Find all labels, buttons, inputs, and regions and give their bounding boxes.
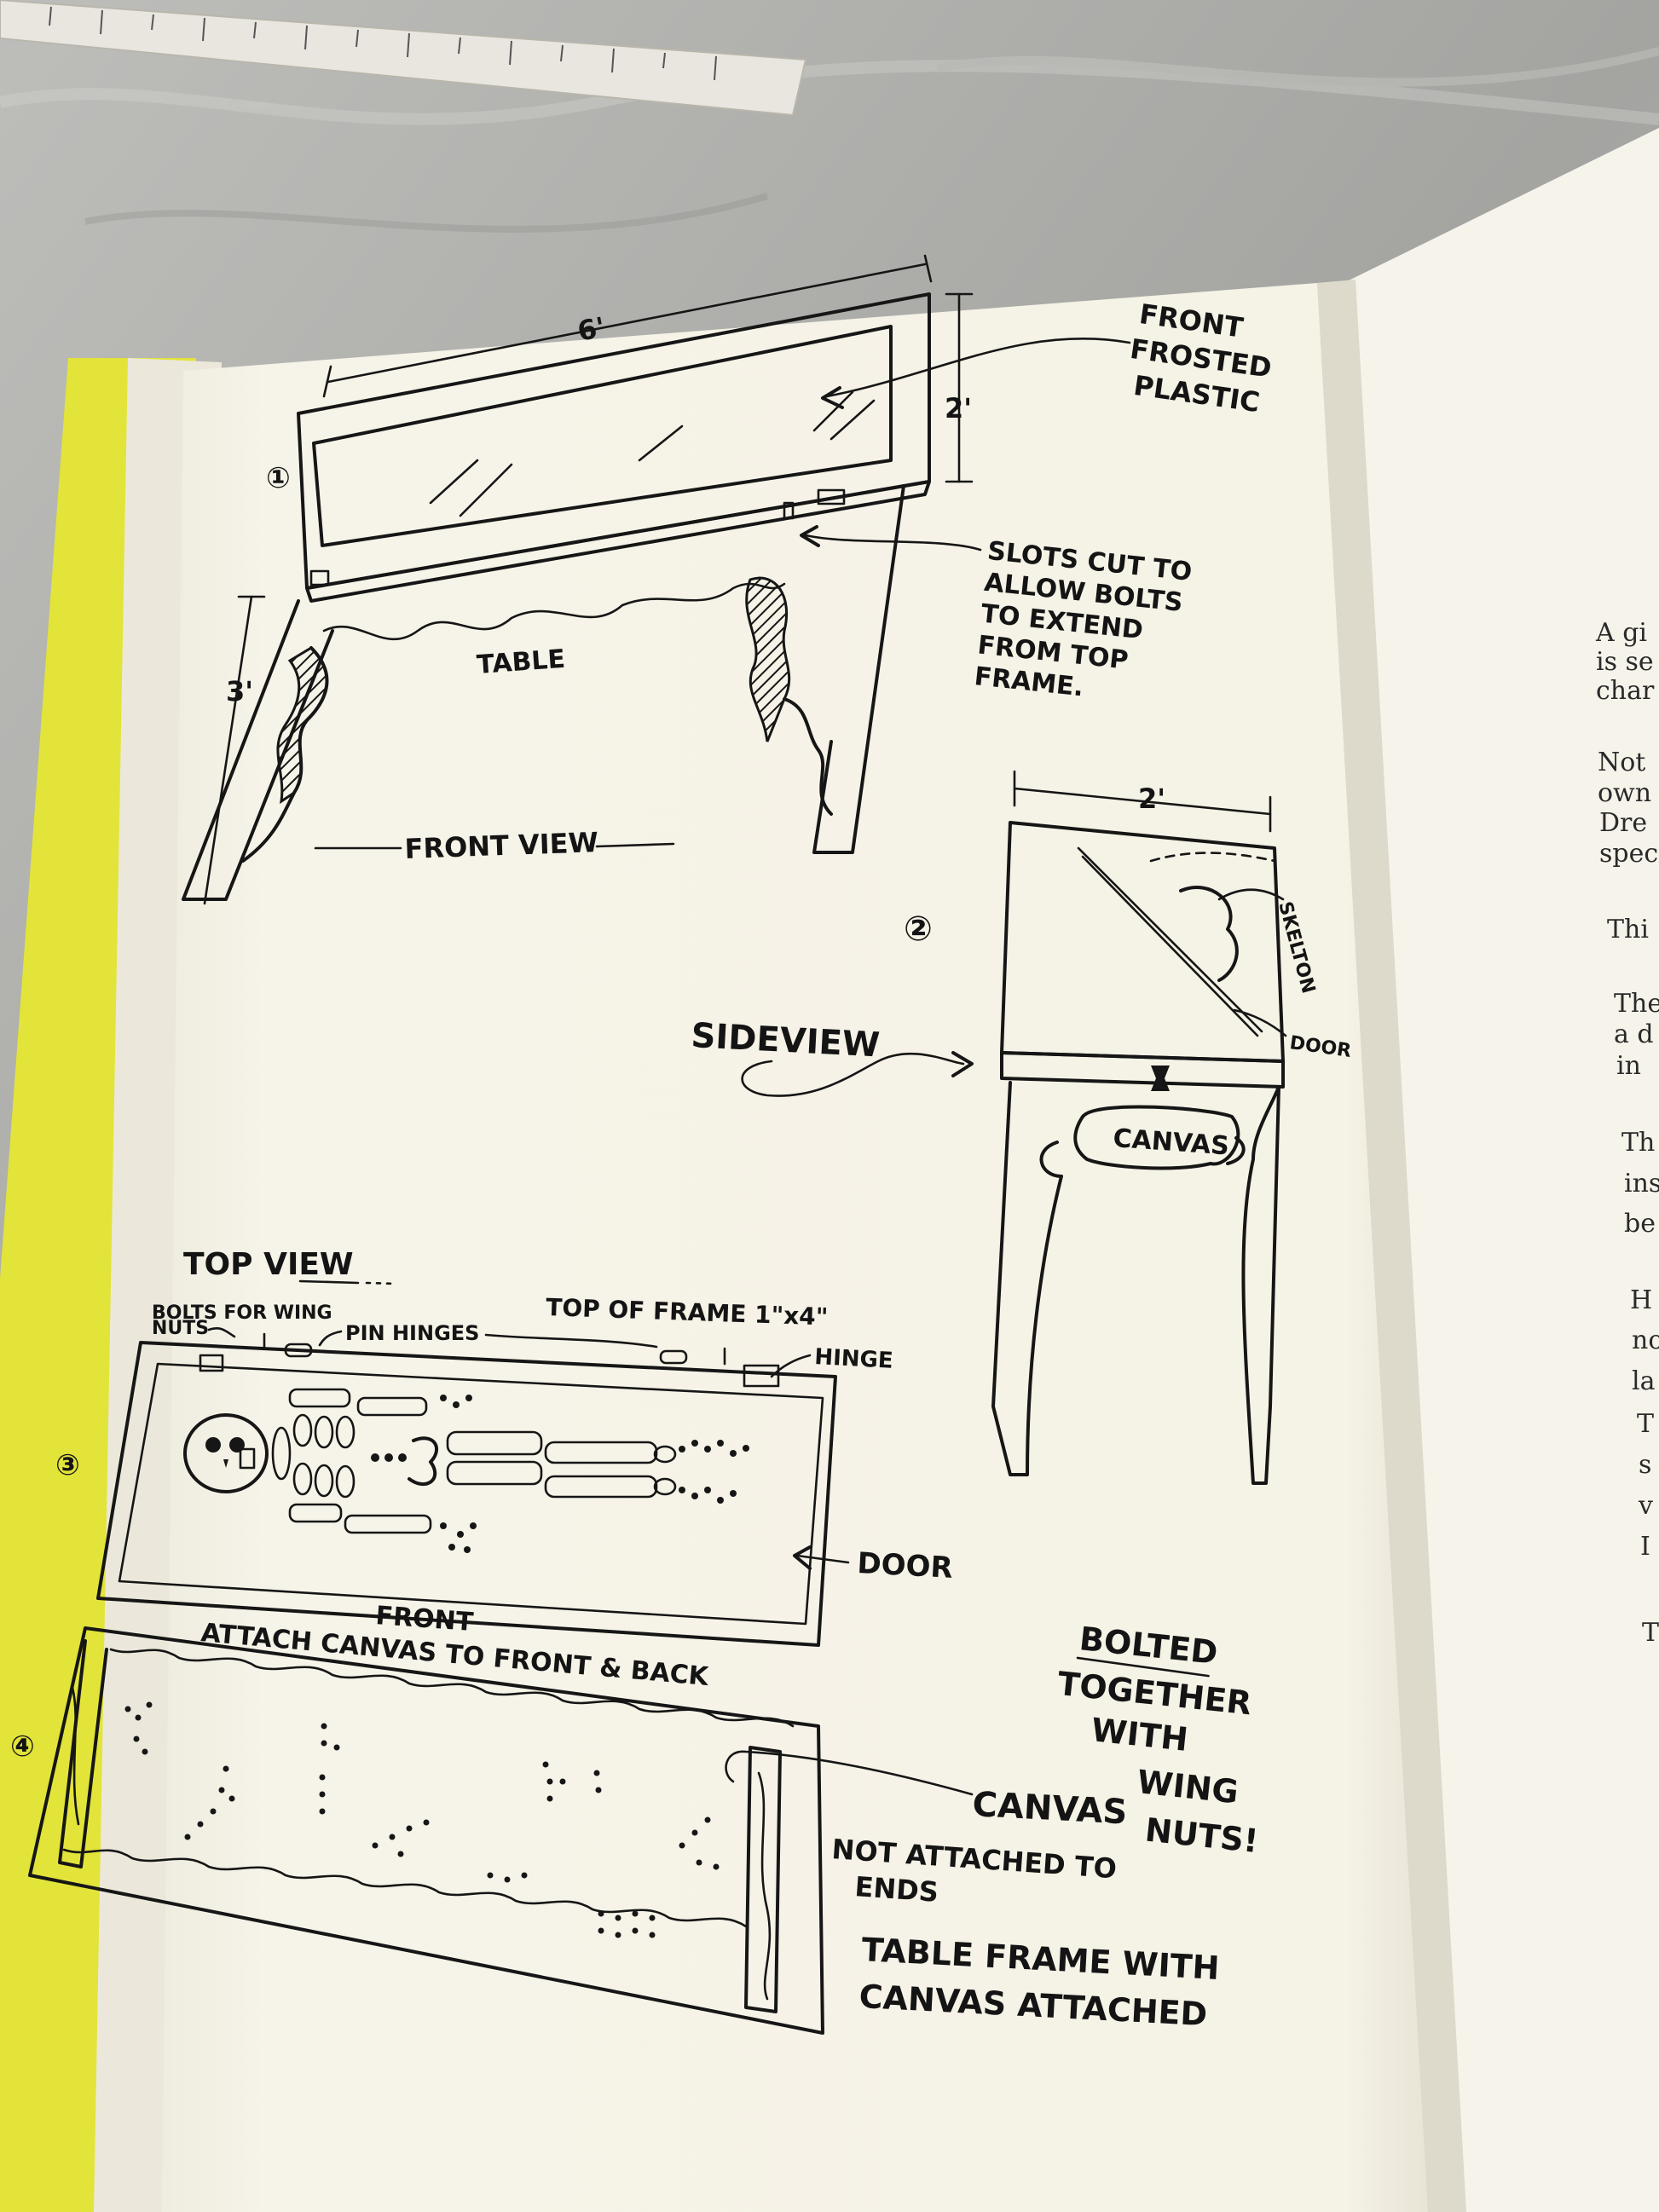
right-fragment: la — [1632, 1366, 1656, 1396]
bolt-mark — [1151, 1066, 1170, 1091]
front-leg-dim: 3' — [226, 675, 253, 707]
right-fragment: Dre — [1599, 808, 1647, 838]
front-height-dim: 2' — [945, 392, 972, 424]
front-width-dim: 6' — [575, 310, 608, 347]
right-fragment: I — [1640, 1532, 1650, 1562]
top-view-drawing: TOP VIEW BOLTS FOR WING NUTS PIN HINGES … — [55, 1247, 954, 1647]
book — [0, 128, 1659, 2212]
right-fragment: Th — [1621, 1128, 1655, 1158]
right-fragment: in — [1616, 1051, 1641, 1081]
right-fragment: s — [1639, 1450, 1651, 1480]
right-fragment: own — [1598, 778, 1651, 808]
right-fragment: v — [1638, 1491, 1653, 1521]
right-fragment: is se — [1596, 647, 1654, 677]
hinge-4 — [743, 1364, 780, 1388]
hinge-2 — [284, 1343, 313, 1358]
pin-hinges-label: PIN HINGES — [345, 1321, 479, 1345]
front-label: FRONT — [374, 1601, 474, 1637]
right-fragment: ins — [1624, 1169, 1659, 1198]
right-fragment: T — [1637, 1409, 1654, 1439]
hinge-label: HINGE — [814, 1344, 894, 1374]
side-width-dim: 2' — [1138, 783, 1165, 815]
gutter-shadow — [1317, 280, 1466, 2212]
canvas-dots — [124, 1701, 720, 1938]
right-leg-carving — [745, 576, 791, 747]
bolts-label-1: BOLTS FOR WING — [152, 1302, 332, 1324]
frame-caption: TABLE FRAME WITH CANVAS ATTACHED — [858, 1931, 1221, 2033]
right-fragment: be — [1624, 1209, 1656, 1239]
number-1: ① — [266, 461, 291, 495]
number-4: ④ — [10, 1730, 35, 1764]
right-fragment: char — [1596, 676, 1655, 706]
left-leg-carving — [276, 646, 328, 805]
right-fragment: The — [1614, 989, 1659, 1019]
number-2: ② — [904, 910, 933, 949]
right-fragment: H — [1630, 1285, 1652, 1315]
right-page-text: A gi is se char Not own Dre spec Thi The… — [1595, 618, 1659, 1648]
right-fragment: a d — [1614, 1019, 1654, 1049]
top-view-label: TOP VIEW — [183, 1247, 354, 1282]
hinge-1 — [199, 1354, 224, 1372]
top-door-label: DOOR — [857, 1546, 954, 1585]
measuring-tape — [0, 0, 807, 117]
right-fragment: spec — [1599, 839, 1658, 869]
canvas-callout-label: CANVAS — [971, 1785, 1128, 1832]
left-page — [162, 281, 1449, 2212]
bolts-label-2: NUTS — [152, 1318, 209, 1339]
hinge-3 — [659, 1349, 688, 1365]
front-view-label: FRONT VIEW — [404, 826, 598, 865]
right-fragment: Not — [1598, 748, 1645, 777]
number-3: ③ — [55, 1448, 80, 1482]
right-fragment: Thi — [1607, 915, 1649, 944]
skeleton-sketch — [183, 1388, 749, 1553]
right-fragment: A gi — [1595, 618, 1647, 648]
not-attached-line-2: ENDS — [853, 1870, 939, 1909]
table-label: TABLE — [476, 644, 566, 680]
right-fragment: T — [1642, 1618, 1659, 1648]
right-fragment: no — [1632, 1325, 1659, 1355]
